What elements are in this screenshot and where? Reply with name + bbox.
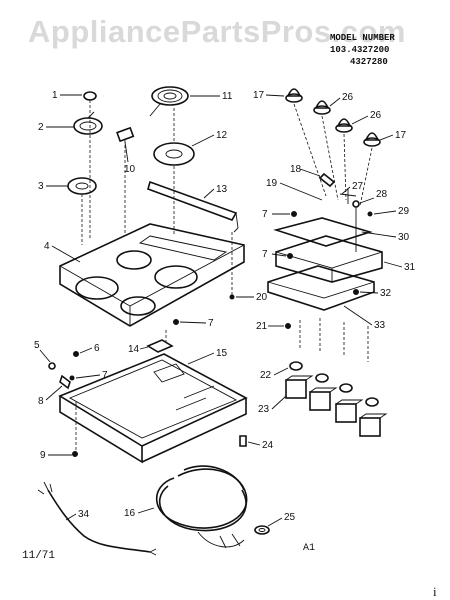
- model-number-block: MODEL NUMBER 103.4327200 4327280: [330, 32, 395, 68]
- fasteners-bottom: [239, 435, 270, 535]
- callout-3: 3: [38, 181, 44, 192]
- burner-parts-center: [116, 86, 195, 236]
- callout-26b: 26: [370, 110, 382, 121]
- callout-17b: 17: [395, 130, 407, 141]
- callout-2: 2: [38, 122, 44, 133]
- callout-21: 21: [256, 321, 268, 332]
- callout-6: 6: [94, 343, 100, 354]
- callout-24: 24: [262, 440, 274, 451]
- callout-13: 13: [216, 184, 228, 195]
- callout-10: 10: [124, 164, 136, 175]
- callout-17: 17: [253, 90, 265, 101]
- callout-7d: 7: [262, 249, 268, 260]
- callout-7: 7: [208, 318, 214, 329]
- callout-16: 16: [124, 508, 136, 519]
- callout-29: 29: [398, 206, 410, 217]
- cooktop-top: [59, 223, 245, 327]
- callout-22: 22: [260, 370, 272, 381]
- callout-12: 12: [216, 130, 228, 141]
- watermark-text: AppliancePartsPros.com: [28, 14, 406, 49]
- callout-34: 34: [78, 509, 90, 520]
- callout-33: 33: [374, 320, 386, 331]
- callout-labels: 1 2 3 4 5 6 7 7 8 9 10 11 12 13 14 15 16…: [34, 90, 416, 527]
- callout-31: 31: [404, 262, 416, 273]
- control-knobs: [285, 88, 381, 207]
- date-code: 11/71: [22, 550, 56, 562]
- wire-lead: [37, 481, 157, 556]
- hardware-left: [48, 319, 179, 390]
- callout-19: 19: [266, 178, 278, 189]
- page-code: A1: [303, 543, 316, 554]
- callout-5: 5: [34, 340, 40, 351]
- trim-strip: [147, 180, 239, 233]
- callout-9: 9: [40, 450, 46, 461]
- infinite-switches: [285, 323, 388, 437]
- callout-30: 30: [398, 232, 410, 243]
- callout-23: 23: [258, 404, 270, 415]
- callout-7c: 7: [262, 209, 268, 220]
- burner-parts-left: [67, 91, 103, 245]
- cooktop-body: [58, 330, 248, 464]
- callout-11: 11: [222, 91, 233, 102]
- callout-15: 15: [216, 348, 228, 359]
- model-number-label: MODEL NUMBER: [330, 33, 395, 43]
- control-panel: [267, 217, 383, 362]
- callout-8: 8: [38, 396, 44, 407]
- callout-26: 26: [342, 92, 354, 103]
- callout-25: 25: [284, 512, 296, 523]
- model-number-primary: 103.4327200: [330, 45, 390, 55]
- callout-4: 4: [44, 241, 50, 252]
- callout-27: 27: [352, 181, 364, 192]
- callout-1: 1: [52, 90, 58, 101]
- callout-7b: 7: [102, 370, 108, 381]
- callout-28: 28: [376, 189, 388, 200]
- callout-32: 32: [380, 288, 392, 299]
- callout-20: 20: [256, 292, 268, 303]
- callout-18: 18: [290, 164, 302, 175]
- wiring-harness: [155, 465, 248, 549]
- corner-mark: i: [433, 584, 437, 599]
- model-number-secondary: 4327280: [350, 57, 388, 67]
- callout-14: 14: [128, 344, 140, 355]
- switch-parts: [291, 172, 373, 252]
